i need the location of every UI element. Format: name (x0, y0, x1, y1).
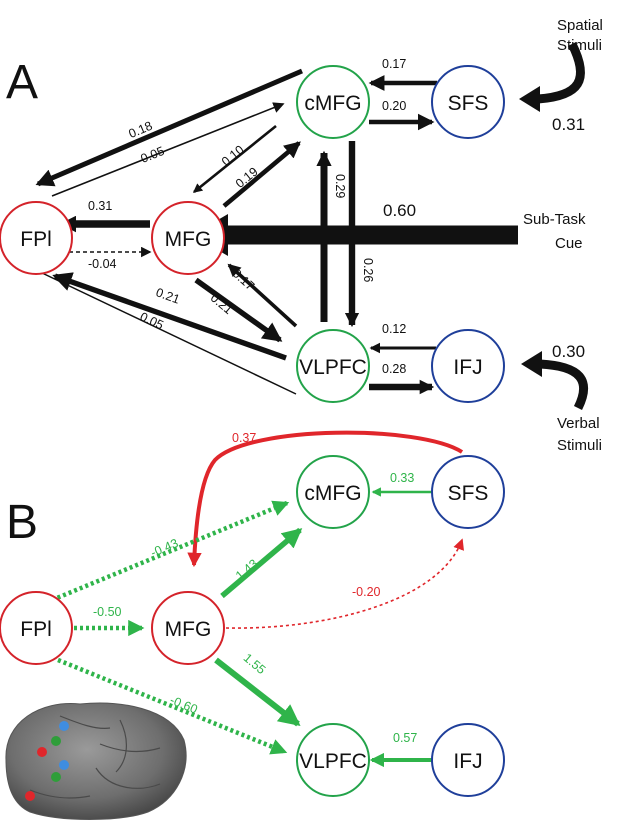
node-a-sfs-label: SFS (448, 92, 489, 115)
label-b-fpl-cmfg: -0.43 (149, 536, 181, 560)
node-a-vlpfc-label: VLPFC (299, 356, 367, 379)
node-a-fpl: FPl (0, 201, 73, 275)
brain-marker-red-1 (37, 747, 47, 757)
label-b-mfg-vlpfc: 1.55 (241, 651, 269, 677)
panel-b: B 0.37 -0.43 0.33 1.43 (0, 430, 505, 820)
node-a-cmfg-label: cMFG (304, 92, 361, 115)
brain-marker-green-1 (51, 736, 61, 746)
brain-marker-red-2 (25, 791, 35, 801)
node-a-sfs: SFS (431, 65, 505, 139)
node-b-mfg-label: MFG (165, 618, 212, 641)
label-a-spatial-sfs: 0.31 (552, 115, 585, 134)
panel-a-inputs: Spatial Stimuli Sub-Task Cue Verbal Stim… (523, 17, 603, 454)
verbal-stimuli-line1: Verbal (557, 415, 600, 432)
panel-a-letter: A (6, 56, 38, 109)
edge-b-fpl-vlpfc (57, 657, 288, 755)
node-b-fpl-label: FPl (20, 618, 52, 641)
label-b-sfs-cmfg: 0.33 (390, 471, 414, 485)
input-a-spatial-curve (537, 41, 585, 104)
panel-b-nodes: FPl MFG cMFG SFS VLPFC IFJ (0, 455, 505, 797)
label-a-fpl-mfg: -0.04 (88, 257, 117, 271)
brain-marker-blue-1 (59, 721, 69, 731)
node-b-cmfg: cMFG (296, 455, 370, 529)
edge-a-vlpfc-fpl (52, 272, 287, 361)
brain-marker-green-2 (51, 772, 61, 782)
label-b-sfs-mfg: 0.37 (232, 431, 256, 445)
brain-inset-image (5, 702, 187, 820)
node-b-vlpfc: VLPFC (296, 723, 370, 797)
spatial-stimuli-line1: Spatial (557, 17, 603, 34)
label-a-vlpfc-ifj: 0.28 (382, 362, 406, 376)
panel-a-nodes: FPl MFG cMFG SFS VLPFC IFJ (0, 65, 505, 403)
node-a-vlpfc: VLPFC (296, 329, 370, 403)
sub-task-cue-line1: Sub-Task (523, 211, 586, 228)
label-a-mfg-fpl: 0.31 (88, 199, 112, 213)
node-b-ifj: IFJ (431, 723, 505, 797)
label-a-fpl-cmfg: 0.05 (139, 144, 167, 166)
node-b-sfs-label: SFS (448, 482, 489, 505)
node-b-cmfg-label: cMFG (304, 482, 361, 505)
node-a-mfg-label: MFG (165, 228, 212, 251)
label-a-vlpfc-fpl: 0.21 (154, 285, 182, 306)
sub-task-cue-line2: Cue (555, 235, 583, 252)
input-a-spatial-head (519, 86, 540, 112)
input-a-verbal-curve (539, 359, 589, 411)
label-b-fpl-vlpfc: -0.60 (168, 693, 200, 717)
label-b-mfg-sfs: -0.20 (352, 585, 381, 599)
spatial-stimuli-line2: Stimuli (557, 37, 602, 54)
edge-a-fpl-vlpfc (39, 271, 297, 395)
node-b-ifj-label: IFJ (453, 750, 482, 773)
edge-b-mfg-sfs (225, 538, 464, 629)
label-a-mfg-vlpfc: 0.21 (208, 291, 236, 317)
brain-marker-blue-2 (59, 760, 69, 770)
label-a-cue-mfg: 0.60 (383, 201, 416, 220)
edge-b-sfs-mfg (187, 430, 464, 568)
label-a-vlpfc-cmfg: 0.29 (333, 174, 347, 198)
edge-a-mfg-vlpfc (194, 277, 283, 343)
node-a-ifj-label: IFJ (453, 356, 482, 379)
edge-a-cmfg-fpl (35, 68, 303, 187)
verbal-stimuli-line2: Stimuli (557, 437, 602, 454)
label-a-cmfg-mfg: 0.10 (219, 143, 247, 169)
node-a-mfg: MFG (151, 201, 225, 275)
label-a-cmfg-vlpfc: 0.26 (361, 258, 375, 282)
node-a-cmfg: cMFG (296, 65, 370, 139)
input-a-verbal-head (521, 351, 542, 377)
label-a-verbal-ifj: 0.30 (552, 342, 585, 361)
edge-b-mfg-cmfg (220, 527, 303, 599)
panel-b-edge-labels: 0.37 -0.43 0.33 1.43 -0.50 -0.20 1.55 -0… (93, 431, 417, 745)
label-a-cmfg-sfs: 0.20 (382, 99, 406, 113)
node-b-vlpfc-label: VLPFC (299, 750, 367, 773)
panel-a-edge-labels: 0.18 0.05 0.10 0.19 0.31 -0.04 0.17 0.21… (88, 57, 585, 376)
label-b-mfg-cmfg: 1.43 (233, 556, 261, 582)
edge-a-mfg-cmfg (222, 141, 301, 208)
node-a-ifj: IFJ (431, 329, 505, 403)
edge-a-vlpfc-mfg (227, 263, 298, 328)
node-b-mfg: MFG (151, 591, 225, 665)
label-b-fpl-mfg: -0.50 (93, 605, 122, 619)
panel-b-letter: B (6, 496, 38, 549)
label-a-sfs-cmfg: 0.17 (382, 57, 406, 71)
edge-b-mfg-vlpfc (214, 657, 301, 727)
edge-b-fpl-cmfg (51, 500, 290, 603)
label-a-ifj-vlpfc: 0.12 (382, 322, 406, 336)
edge-a-cmfg-mfg (192, 124, 277, 194)
node-a-fpl-label: FPl (20, 228, 52, 251)
panel-a: A (0, 17, 603, 454)
edge-a-fpl-cmfg (51, 102, 285, 197)
node-b-sfs: SFS (431, 455, 505, 529)
label-b-ifj-vlpfc: 0.57 (393, 731, 417, 745)
panel-b-edges (51, 430, 464, 768)
node-b-fpl: FPl (0, 591, 73, 665)
